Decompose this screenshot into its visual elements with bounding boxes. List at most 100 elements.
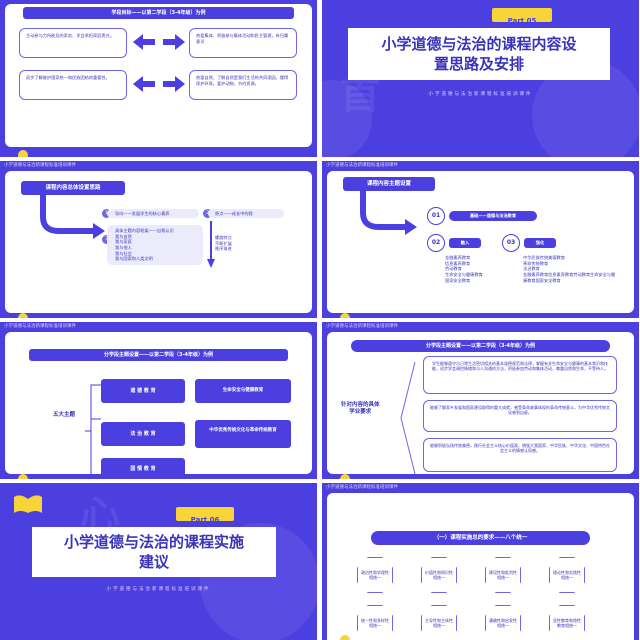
slide-card: 课程内容主题设置 01 基础——道德与法治教育 02 融入 03 强化 金融素养…: [327, 171, 634, 313]
theme-safety: 生命安全与健康教育: [195, 379, 291, 403]
slide-content-overview[interactable]: 小学道德与法治新课程标准培训课件 课程内容总体设置思路 1 导向——发展学生的核…: [0, 161, 317, 318]
label-02: 融入: [449, 238, 481, 248]
five-themes-label: 五大主题: [53, 412, 76, 418]
req-box-2: 能够了解家乡发展和国家建设取得的重大成就，感受革命故事体现的革命传统意义，为中华…: [423, 400, 617, 432]
part-label: Part 05: [492, 8, 552, 25]
slide-eight-unities[interactable]: 小学道德与法治新课程标准培训课件 （一）课程实施总的要求——八个统一 政治性和学…: [322, 483, 639, 640]
title-line-1: 小学道德与法治的课程实施: [63, 533, 244, 551]
unity-octagon: 理论性和实践性相统一: [549, 557, 585, 593]
section-heading: 课程内容主题设置: [343, 177, 435, 191]
unity-label: 主导性和主体性相统一: [425, 617, 453, 628]
part-number: Part 05: [507, 17, 537, 25]
right-arrow-icon: [163, 34, 185, 50]
banner: 分学段主题设置——以第二学段（3-4年级）为例: [351, 340, 610, 352]
left-arrow-icon: [133, 34, 155, 50]
theme-moral: 道 德 教 育: [101, 379, 185, 403]
subtitle: 小学道德与法治新课程标准培训课件: [428, 92, 533, 97]
num-badge-3: 3: [102, 235, 111, 244]
curved-arrow-icon: [40, 195, 105, 239]
unity-octagon: 统一性和多样性相统一: [357, 605, 393, 640]
arrow-num-4: 4: [173, 77, 176, 82]
list-03: 中华民族传统美德教育 革命传统教育 法治教育 金融素养教育信息素养教育劳动教育生…: [523, 255, 616, 283]
unity-label: 统一性和多样性相统一: [361, 617, 389, 628]
part-label: Part 06: [176, 507, 234, 524]
label-01: 基础——道德与法治教育: [449, 211, 537, 221]
item-3-label: 具体主题内容框架——自我认识 我与自然 我与家庭 我与他人 我与社会 我与国家和…: [115, 228, 174, 262]
circle-02: 02: [427, 234, 445, 252]
num-badge-2: 2: [203, 209, 212, 218]
yellow-deco: [18, 313, 28, 318]
goal-box-4: 热爱自然、了解自然是我们生活的共同家园，懂得保护环境，爱护动物，节约资源。: [189, 70, 297, 100]
item-2: [208, 209, 284, 218]
unity-label: 灌输性和启发性相统一: [489, 617, 517, 628]
title-line-2: 置思路及安排: [433, 55, 524, 73]
section-heading: （一）课程实施总的要求——八个统一: [371, 531, 590, 545]
title-line-1: 小学道德与法治的课程内容设: [381, 35, 577, 53]
slide-five-themes[interactable]: 小学道德与法治新课程标准培训课件 分学段主题设置——以第二学段（3-4年级）为例…: [0, 322, 317, 479]
unity-label: 政治性和学理性相统一: [361, 569, 389, 580]
slide-part05-title[interactable]: 首 Part 05 小学道德与法治的课程内容设 置思路及安排 小学道德与法治新课…: [322, 0, 639, 157]
arrow-group: [133, 34, 185, 92]
title-card: 小学道德与法治的课程内容设 置思路及安排: [348, 28, 610, 80]
yellow-deco: [18, 474, 28, 479]
slide-card: 学段目标——以第二学段（3-4年级）为例 主动参与力所能及的家务、学会承担家庭责…: [5, 4, 312, 147]
slide-stage-goals[interactable]: 学段目标——以第二学段（3-4年级）为例 主动参与力所能及的家务、学会承担家庭责…: [0, 0, 317, 157]
goal-box-1: 主动参与力所能及的家务、学会承担家庭责任。: [19, 28, 127, 58]
unity-octagon: 灌输性和启发性相统一: [485, 605, 521, 640]
slide-card: 课程内容总体设置思路 1 导向——发展学生的核心素养 2 原点——成长中的我 3…: [5, 171, 312, 313]
unity-octagon: 主导性和主体性相统一: [421, 605, 457, 640]
slide-requirements[interactable]: 小学道德与法治新课程标准培训课件 分学段主题设置——以第二学段（3-4年级）为例…: [322, 322, 639, 479]
yellow-deco: [340, 635, 350, 640]
slide-header: 小学道德与法治新课程标准培训课件: [326, 163, 398, 168]
side-note: 螺旋特点 不断扩展 秩序渐进: [215, 235, 232, 252]
yellow-deco: [340, 474, 350, 479]
item-2-label: 原点——成长中的我: [215, 211, 253, 216]
down-arrow-icon: [207, 221, 215, 268]
section-heading: 课程内容总体设置思路: [21, 181, 125, 195]
item-1: [107, 209, 199, 218]
slide-card: 分学段主题设置——以第二学段（3-4年级）为例 针对内容的具体 学业要求 学生能…: [327, 332, 634, 474]
unity-label: 显性教育和隐性教育相统一: [553, 617, 581, 628]
circle-03: 03: [502, 234, 520, 252]
unity-octagon: 政治性和学理性相统一: [357, 557, 393, 593]
circle-01: 01: [427, 207, 445, 225]
requirements-label: 针对内容的具体 学业要求: [341, 402, 380, 416]
num-badge-1: 1: [102, 209, 111, 218]
stage-goal-banner: 学段目标——以第二学段（3-4年级）为例: [23, 7, 294, 19]
slide-card: 分学段主题设置——以第二学段（3-4年级）为例 五大主题 道 德 教 育 法 治…: [5, 332, 312, 474]
unity-label: 价值性和知识性相统一: [425, 569, 453, 580]
slide-card: （一）课程实施总的要求——八个统一 政治性和学理性相统一 价值性和知识性相统一 建设…: [327, 493, 634, 640]
unity-octagon: 价值性和知识性相统一: [421, 557, 457, 593]
goal-box-2: 热爱集体、积极参与集体活动和民主管理，有归属意识: [189, 28, 297, 58]
chevron-bracket: [400, 361, 416, 474]
theme-culture-label: 中华优秀传统文化与革命传统教育: [209, 428, 277, 433]
goal-box-3: 初步了解被护国家统一和民族团结的重要性。: [19, 70, 127, 100]
octagon-grid: 政治性和学理性相统一 价值性和知识性相统一 建设性和批判性相统一 理论性和实践性相统一…: [357, 557, 607, 640]
theme-nation: 国 情 教 育: [101, 458, 185, 474]
slide-theme-setting[interactable]: 小学道德与法治新课程标准培训课件 课程内容主题设置 01 基础——道德与法治教育…: [322, 161, 639, 318]
yellow-deco: [340, 313, 350, 318]
curved-arrow-icon: [360, 191, 417, 235]
banner: 分学段主题设置——以第二学段（3-4年级）为例: [29, 349, 288, 361]
left-arrow-icon: [133, 76, 155, 92]
label-03: 强化: [524, 238, 556, 248]
item-1-label: 导向——发展学生的核心素养: [115, 211, 170, 216]
arrow-num-1: 1: [150, 35, 153, 40]
item-3-box: [107, 225, 203, 265]
title-line-2: 建议: [138, 553, 169, 571]
slide-header: 小学道德与法治新课程标准培训课件: [4, 324, 76, 329]
unity-octagon: 建设性和批判性相统一: [485, 557, 521, 593]
right-arrow-icon: [163, 76, 185, 92]
subtitle: 小学道德与法治新课程标准培训课件: [106, 587, 211, 592]
slide-header: 小学道德与法治新课程标准培训课件: [326, 485, 398, 490]
arrow-num-3: 3: [150, 77, 153, 82]
req-box-1: 学生能够遵守与日常生活密切相关的基本道德规范和法律，掌握有关生命安全与健康的基本…: [423, 356, 617, 394]
slide-part06-title[interactable]: 心 Part 06 小学道德与法治的课程实施 建议 小学道德与法治新课程标准培训…: [0, 483, 317, 640]
unity-label: 理论性和实践性相统一: [553, 569, 581, 580]
open-book-icon: [14, 495, 42, 513]
arrow-num-2: 2: [173, 35, 176, 40]
yellow-deco: [18, 150, 28, 157]
title-card: 小学道德与法治的课程实施 建议: [32, 527, 276, 577]
theme-law: 法 治 教 育: [101, 422, 185, 446]
slide-header: 小学道德与法治新课程标准培训课件: [4, 163, 76, 168]
